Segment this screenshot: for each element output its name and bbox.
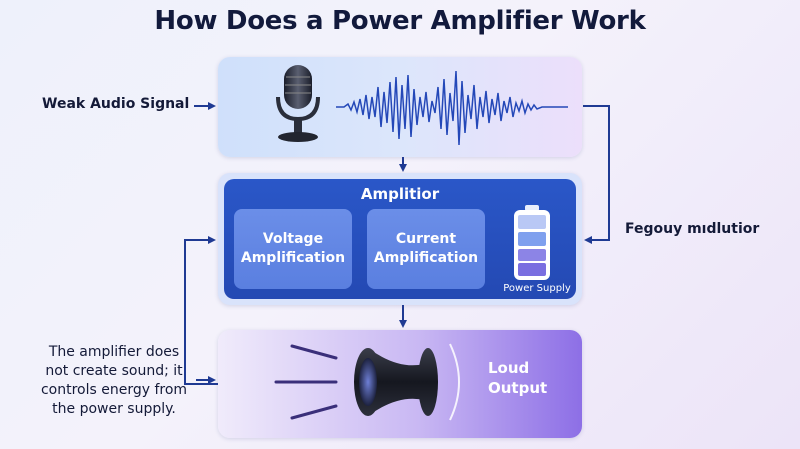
weak-audio-signal-label: Weak Audio Signal [42,96,190,112]
current-line2: Amplification [373,250,479,266]
current-line1: Current [395,231,457,247]
microphone-icon [276,65,320,142]
output-line1: Loud [488,359,530,377]
battery-icon [514,205,550,280]
output-panel: Loud Output [218,330,582,438]
waveform-icon [336,70,568,146]
voltage-amplification-box: Voltage Amplification [234,209,352,289]
sound-line-1 [290,344,338,360]
voltage-line1: Voltage [262,231,324,247]
loud-output-label: Loud Output [488,358,558,398]
output-line2: Output [488,379,548,397]
note-line2: not create sound; it [45,363,183,379]
feedback-arrow-right [583,105,610,244]
feedback-arrow-left [184,236,218,385]
speaker-icon [274,343,460,421]
input-panel [218,57,582,157]
current-amplification-box: Current Amplification [367,209,485,289]
note-line3: controls energy from [40,382,188,398]
power-supply-label: Power Supply [503,283,571,294]
voltage-line2: Amplification [240,250,346,266]
page-title: How Does a Power Amplifier Work [154,6,646,36]
amplifier-title: Amplitior [360,185,440,203]
amplifier-inner: Amplitior Voltage Amplification Current … [224,179,576,299]
feedback-label: Fegouy mıdlutior [625,221,760,237]
note-line1: The amplifier does [48,344,180,360]
sound-line-3 [290,404,338,420]
explanation-note: The amplifier does not create sound; it … [14,343,214,419]
amplifier-panel: Amplitior Voltage Amplification Current … [218,173,582,305]
note-line4: the power supply. [52,401,176,417]
